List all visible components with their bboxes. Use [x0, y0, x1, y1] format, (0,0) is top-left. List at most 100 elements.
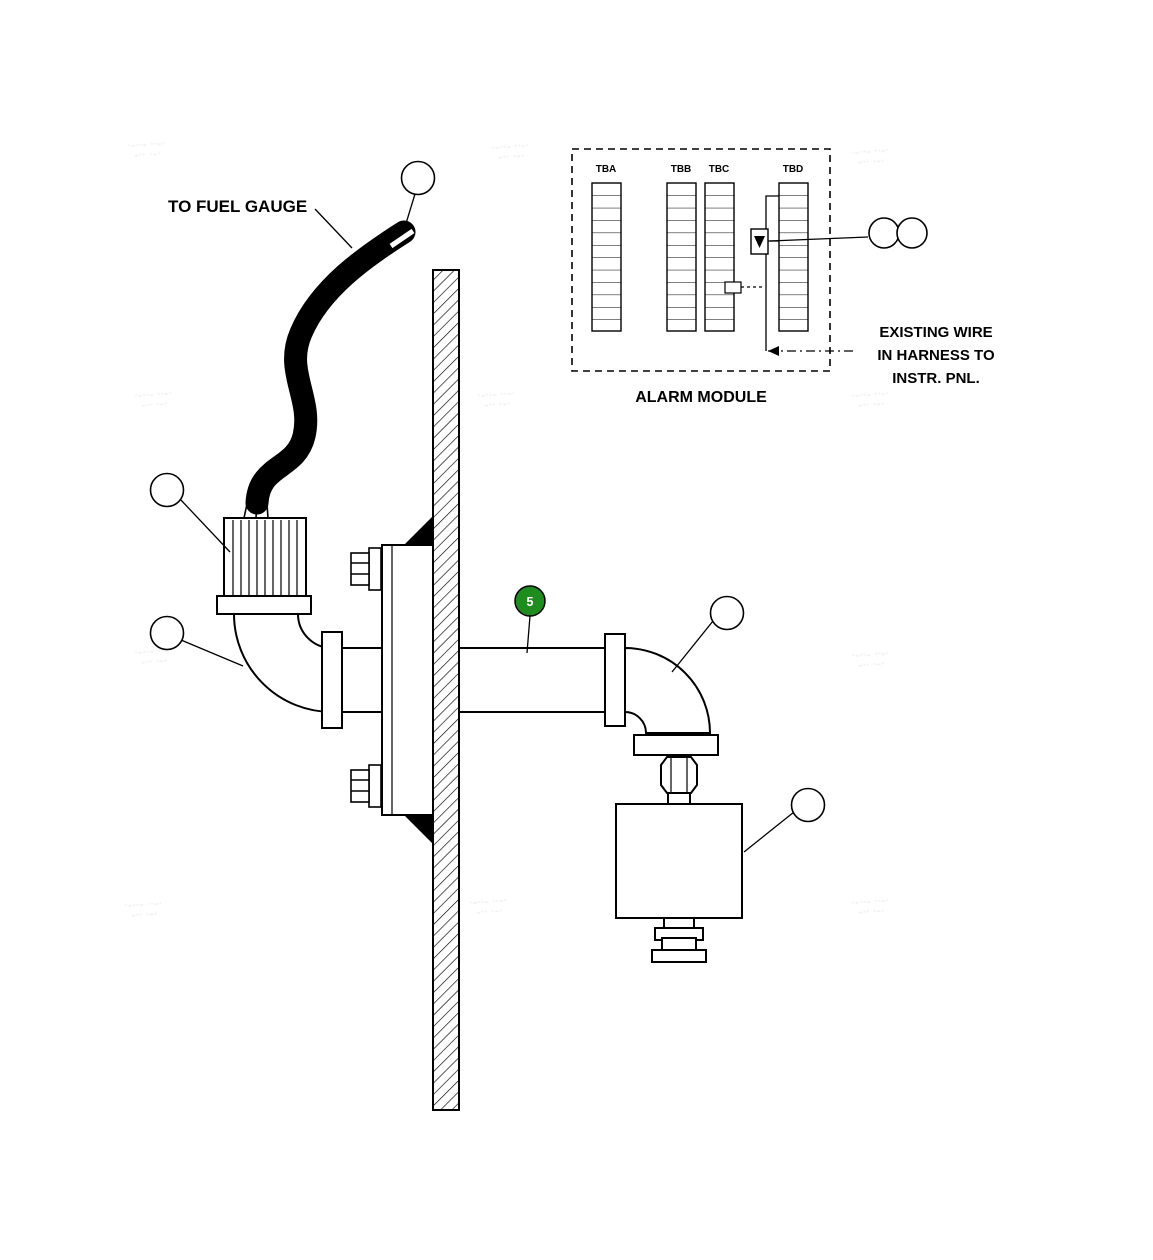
leader-connector — [179, 498, 231, 553]
watermark-text: ·–··– ··–· — [852, 145, 890, 157]
part-5-circle[interactable] — [514, 585, 546, 617]
fuel-gauge-leader — [314, 208, 353, 249]
part-5-balloon[interactable]: 5 — [514, 585, 546, 617]
watermark-text: ·–··– ··–· — [125, 898, 163, 910]
watermark: ·–··– ··–·–·· ·–· — [852, 895, 890, 917]
callout-balloon-cable[interactable] — [400, 160, 436, 196]
terminal-label-tba: TBA — [596, 164, 617, 175]
watermark: ·–··– ··–·–·· ·–· — [492, 140, 530, 162]
outlet-elbow — [624, 646, 712, 734]
pipe-segment-right — [458, 647, 608, 713]
cable — [245, 220, 416, 515]
watermark-text: ·–··– ··–· — [135, 645, 173, 657]
watermark-text: ·–··– ··–· — [852, 388, 890, 400]
watermark: ·–··– ··–·–·· ·–· — [852, 648, 890, 670]
leader-float-box — [743, 811, 795, 853]
watermark-text: –·· ·–· — [134, 149, 161, 160]
watermark-text: ·–··– ··–· — [470, 895, 508, 907]
watermark: ·–··– ··–·–·· ·–· — [135, 645, 173, 667]
weld-top — [404, 516, 433, 545]
panel-hatch — [432, 269, 460, 1111]
terminal-label-tbc: TBC — [709, 164, 730, 175]
watermark-layer: ·–··– ··–·–·· ·–· ·–··– ··–·–·· ·–· ·–··… — [125, 138, 890, 920]
sender-elbow — [232, 613, 333, 714]
terminal-strip-tbd — [778, 182, 809, 332]
mounting-plate — [381, 544, 434, 816]
pipe-flange-ring-left — [321, 631, 343, 729]
terminal-strip-tbb — [666, 182, 697, 332]
watermark-text: ·–··– ··–· — [852, 648, 890, 660]
pipe-segment-left — [341, 647, 385, 713]
existing-wire-line1: EXISTING WIRE — [879, 324, 992, 341]
terminal-strip-tbc — [704, 182, 735, 332]
leader-wire-pair — [769, 236, 869, 242]
fuel-gauge-cable — [245, 220, 416, 515]
sensor-symbol — [754, 236, 765, 248]
watermark-text: –·· ·–· — [498, 151, 525, 162]
watermark-text: ·–··– ··–· — [128, 138, 166, 150]
watermark: ·–··– ··–·–·· ·–· — [470, 895, 508, 917]
plate-bolt-bottom — [350, 764, 382, 808]
hex-nut — [660, 756, 698, 794]
watermark-text: ·–··– ··–· — [492, 140, 530, 152]
fuel-sender-connector — [216, 501, 312, 615]
weld-bottom — [404, 815, 433, 844]
existing-wire-arrowhead — [768, 346, 779, 356]
callout-balloon-elbow-left[interactable] — [149, 615, 185, 651]
watermark-text: –·· ·–· — [858, 399, 885, 410]
watermark-text: –·· ·–· — [858, 156, 885, 167]
watermark-text: –·· ·–· — [476, 906, 503, 917]
callout-balloon-elbow-right[interactable] — [709, 595, 745, 631]
callout-balloon-float-box[interactable] — [790, 787, 826, 823]
outlet-flange-plate — [633, 734, 719, 756]
watermark: ·–··– ··–·–·· ·–· — [478, 388, 516, 410]
watermark-text: –·· ·–· — [141, 399, 168, 410]
plate-bolt-top — [350, 547, 382, 591]
callout-balloon-wire-b[interactable] — [896, 217, 928, 249]
alarm-module-title: ALARM MODULE — [635, 389, 767, 406]
watermark-text: –·· ·–· — [141, 656, 168, 667]
watermark: ·–··– ··–·–·· ·–· — [852, 145, 890, 167]
box-base — [651, 949, 707, 963]
watermark-text: ·–··– ··–· — [135, 388, 173, 400]
existing-wire-line3: INSTR. PNL. — [892, 370, 980, 387]
callout-balloon-connector[interactable] — [149, 472, 185, 508]
watermark: ·–··– ··–·–·· ·–· — [135, 388, 173, 410]
leader-elbow-left — [180, 639, 244, 667]
terminal-label-tbb: TBB — [671, 164, 692, 175]
float-switch-assembly — [615, 734, 743, 963]
terminal-strips — [591, 182, 809, 332]
terminal-label-tbd: TBD — [783, 164, 804, 175]
watermark-text: –·· ·–· — [484, 399, 511, 410]
existing-wire-line2: IN HARNESS TO — [877, 347, 995, 364]
mounting-plate-assembly — [350, 516, 434, 844]
watermark: ·–··– ··–·–·· ·–· — [852, 388, 890, 410]
watermark-text: –·· ·–· — [858, 659, 885, 670]
watermark: ·–··– ··–·–·· ·–· — [128, 138, 166, 160]
terminal-strip-tba — [591, 182, 622, 332]
pipe-flange-ring-right — [604, 633, 626, 727]
watermark-text: –·· ·–· — [131, 909, 158, 920]
sender-pipe-assembly — [232, 613, 712, 734]
leader-part5 — [526, 615, 531, 654]
cable-tip-band — [389, 228, 415, 249]
existing-wire-note: EXISTING WIRE IN HARNESS TO INSTR. PNL. — [877, 324, 995, 387]
alarm-module: TBA TBB TBC TBD — [571, 148, 831, 372]
watermark-text: ·–··– ··–· — [478, 388, 516, 400]
connector-ribs — [232, 520, 298, 596]
connector-tube — [667, 792, 691, 805]
harness-wire — [765, 195, 779, 351]
watermark-text: ·–··– ··–· — [852, 895, 890, 907]
callout-balloon-wire-a[interactable] — [868, 217, 900, 249]
watermark-text: –·· ·–· — [858, 906, 885, 917]
leader-cable — [403, 193, 416, 231]
bulkhead-panel — [432, 269, 460, 1111]
part-5-number: 5 — [527, 595, 534, 609]
leader-elbow-right — [671, 620, 714, 673]
callout-balloons — [149, 160, 928, 823]
float-switch-box — [615, 803, 743, 919]
spare-terminal — [724, 281, 742, 294]
callout-leaders — [179, 193, 869, 853]
